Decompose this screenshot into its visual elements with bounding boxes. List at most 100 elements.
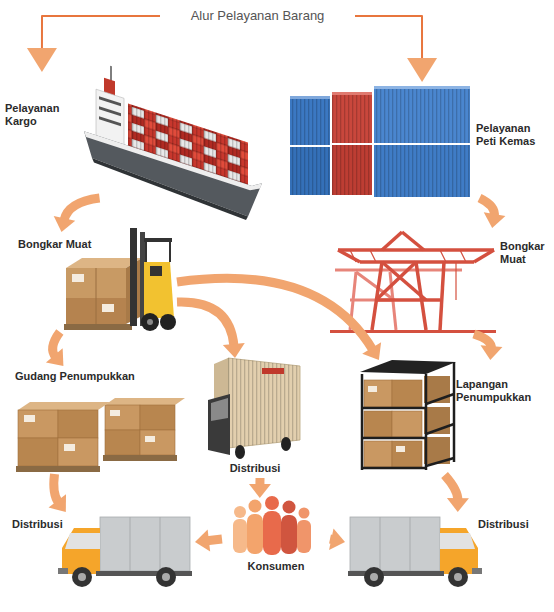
storage-rack — [362, 467, 426, 470]
consumer-people — [233, 519, 247, 553]
forklift — [150, 266, 162, 276]
delivery-truck-right — [348, 571, 444, 576]
warehouse-boxes — [16, 398, 185, 472]
container-truck — [281, 437, 291, 451]
storage-rack — [425, 374, 428, 470]
flow-arrow — [474, 334, 503, 360]
consumer-people — [234, 506, 246, 518]
warehouse-boxes — [103, 455, 177, 461]
storage-rack — [426, 424, 454, 434]
container-truck — [235, 445, 245, 459]
container-truck — [208, 394, 230, 455]
arrow-head — [447, 498, 469, 512]
forklift — [160, 314, 176, 330]
gantry-crane — [382, 262, 426, 300]
container-stack — [374, 145, 470, 197]
container-stack — [290, 147, 330, 195]
flow-arrow — [27, 16, 160, 72]
forklift — [169, 240, 171, 262]
forklift — [147, 319, 153, 325]
arrow-head — [195, 530, 210, 552]
arrow-shaft — [54, 474, 59, 502]
delivery-truck-right — [370, 573, 378, 581]
yard-node: Lapangan Penumpukkan — [355, 360, 554, 475]
warehouse-boxes — [145, 436, 155, 442]
arrow-shaft — [445, 475, 458, 500]
cargo-ship — [84, 57, 262, 225]
node-label: Distribusi — [215, 462, 295, 475]
arrow-shaft — [177, 302, 234, 346]
forklift — [144, 262, 174, 318]
container-stack — [290, 98, 330, 145]
container-stack — [332, 145, 372, 195]
distribution-node: Distribusi — [205, 358, 305, 478]
warehouse-boxes — [105, 430, 140, 455]
gantry-crane — [382, 232, 402, 250]
node-label: Pelayanan Peti Kemas — [476, 122, 550, 148]
gantry-crane — [370, 250, 376, 262]
container-truck — [228, 358, 300, 448]
gantry-crane — [350, 250, 466, 300]
container-stack — [374, 88, 470, 143]
consumer-people — [283, 501, 296, 514]
warehouse-boxes — [64, 444, 75, 451]
warehouse-boxes — [58, 438, 98, 466]
delivery-truck-right — [454, 573, 462, 581]
loading-node: Bongkar Muat — [325, 228, 554, 334]
arrow-shaft — [207, 539, 222, 541]
storage-rack — [364, 380, 392, 407]
storage-rack — [364, 441, 392, 467]
warehouse-boxes — [24, 415, 35, 422]
distribution-node: Distribusi — [345, 512, 550, 598]
delivery-truck-right — [348, 517, 482, 587]
flow-arrow — [177, 302, 245, 358]
storage-rack — [453, 362, 456, 462]
gantry-crane — [350, 250, 356, 262]
arrow-head — [484, 212, 506, 228]
flow-arrow — [445, 475, 469, 512]
cargo-ship — [92, 158, 248, 221]
arrow-shaft — [64, 198, 100, 220]
delivery-truck-left — [130, 517, 131, 571]
cargo-ship — [84, 57, 262, 225]
warehouse-boxes — [18, 402, 110, 410]
warehouse-node: Gudang Penumpukkan — [10, 366, 188, 474]
forklift — [72, 274, 84, 282]
delivery-truck-right — [350, 517, 440, 571]
gantry-crane — [338, 250, 360, 262]
flow-arrow — [195, 530, 222, 552]
arrow-shaft — [42, 16, 160, 50]
warehouse-boxes — [140, 405, 175, 430]
delivery-truck-right — [472, 568, 482, 574]
arrow-head — [27, 48, 57, 72]
cargo-ship — [99, 106, 121, 116]
heading-text: Alur Pelayanan Barang — [160, 8, 355, 24]
gantry-crane — [376, 298, 440, 302]
gantry-crane — [474, 250, 494, 262]
flow-arrow — [480, 198, 506, 228]
consumer-people — [263, 511, 281, 555]
storage-rack — [362, 362, 454, 470]
storage-rack — [396, 446, 405, 452]
node-label: Lapangan Penumpukkan — [456, 378, 548, 404]
container-truck — [228, 358, 300, 448]
storage-rack — [364, 411, 392, 437]
gantry-crane — [330, 232, 496, 333]
container-truck — [208, 358, 300, 459]
container-service-node: Pelayanan Peti Kemas — [288, 82, 554, 198]
container-stack — [332, 94, 372, 143]
flow-arrow — [177, 278, 381, 360]
container-stack — [374, 86, 470, 89]
gantry-crane — [338, 232, 494, 330]
forklift — [130, 228, 137, 326]
warehouse-boxes — [18, 438, 58, 466]
storage-rack — [360, 360, 456, 374]
warehouse-boxes — [110, 410, 120, 416]
arrow-head — [54, 216, 76, 232]
delivery-truck-left — [58, 568, 68, 574]
delivery-truck-right — [440, 533, 475, 549]
container-stack — [332, 145, 372, 195]
